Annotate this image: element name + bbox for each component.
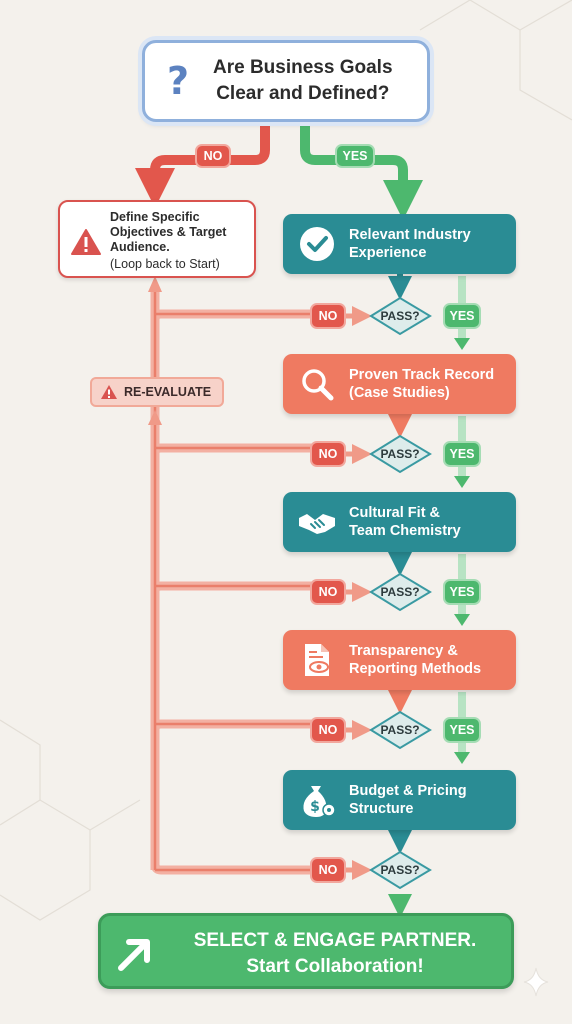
step-4-line-2: Reporting Methods (349, 661, 482, 677)
no-to-pass-arrows (345, 306, 372, 880)
start-question-box: ? Are Business Goals Clear and Defined? (142, 40, 430, 122)
pass-diamonds (369, 296, 432, 890)
yes-label-2: YES (449, 447, 474, 461)
start-question-text: Are Business Goals Clear and Defined? (213, 55, 393, 107)
final-line-1: SELECT & ENGAGE PARTNER. (193, 930, 477, 951)
pass-label-2: PASS? (380, 447, 419, 461)
define-objectives-title: Define Specific Objectives & Target Audi… (110, 210, 227, 254)
select-engage-partner-box: SELECT & ENGAGE PARTNER. Start Collabora… (98, 913, 514, 989)
svg-text:$: $ (310, 799, 320, 815)
check-circle-icon (300, 227, 334, 261)
step-3-line-1: Cultural Fit & (349, 505, 441, 521)
loop-back-note: (Loop back to Start) (110, 257, 220, 271)
no-label-3: NO (319, 585, 338, 599)
step-1-line-1: Relevant Industry (349, 227, 471, 243)
magnifier-icon (302, 369, 334, 401)
no-label-1: NO (319, 309, 338, 323)
pass-diamond-2 (369, 434, 432, 474)
pass-diamond-5 (369, 850, 432, 890)
no-pills (195, 144, 346, 883)
yes-label-3: YES (449, 585, 474, 599)
pass-diamond-1 (369, 296, 432, 336)
re-evaluate-text: RE-EVALUATE (124, 385, 212, 399)
no-label-5: NO (319, 863, 338, 877)
pass-diamond-4 (369, 710, 432, 750)
question-mark-icon: ? (167, 59, 190, 103)
arrow-up-right-icon (118, 939, 150, 971)
step-proven-track-record: Proven Track Record (Case Studies) (283, 354, 516, 414)
step-5-line-2: Structure (349, 801, 414, 817)
pass-label-5: PASS? (380, 863, 419, 877)
yes-label-4: YES (449, 723, 474, 737)
define-objectives-box: Define Specific Objectives & Target Audi… (58, 200, 256, 278)
no-label-2: NO (319, 447, 338, 461)
pass-label-3: PASS? (380, 585, 419, 599)
money-bag-gear-icon: $ (303, 786, 336, 817)
step-budget-pricing: $ Budget & Pricing Structure (283, 770, 516, 830)
final-line-2: Start Collaboration! (246, 956, 424, 977)
no-label-4: NO (319, 723, 338, 737)
sparkle-icon (523, 967, 549, 997)
start-line-1: Are Business Goals (213, 57, 393, 78)
loop-arrow-to-reeval (148, 410, 162, 425)
yes-label-1: YES (449, 309, 474, 323)
re-evaluate-label: RE-EVALUATE (90, 377, 224, 407)
warning-icon (101, 385, 117, 399)
step-4-line-1: Transparency & (349, 643, 458, 659)
warning-icon (71, 229, 101, 255)
top-yes-label: YES (342, 149, 367, 163)
step-relevant-industry-experience: Relevant Industry Experience (283, 214, 516, 274)
top-no-label: NO (204, 149, 223, 163)
step-2-line-1: Proven Track Record (349, 367, 495, 383)
yes-pills (335, 144, 481, 743)
step-3-line-2: Team Chemistry (349, 523, 461, 539)
document-eye-icon (305, 644, 329, 676)
step-2-line-2: (Case Studies) (349, 385, 450, 401)
step-cultural-fit: Cultural Fit & Team Chemistry (283, 492, 516, 552)
pass-label-4: PASS? (380, 723, 419, 737)
pass-diamond-3 (369, 572, 432, 612)
start-line-2: Clear and Defined? (216, 83, 390, 104)
step-transparency-reporting: Transparency & Reporting Methods (283, 630, 516, 690)
pass-label-1: PASS? (380, 309, 419, 323)
loop-arrow-to-fail (148, 276, 162, 292)
step-1-line-2: Experience (349, 245, 427, 261)
handshake-icon (299, 514, 335, 534)
step-5-line-1: Budget & Pricing (349, 783, 467, 799)
background-pattern (0, 0, 572, 921)
